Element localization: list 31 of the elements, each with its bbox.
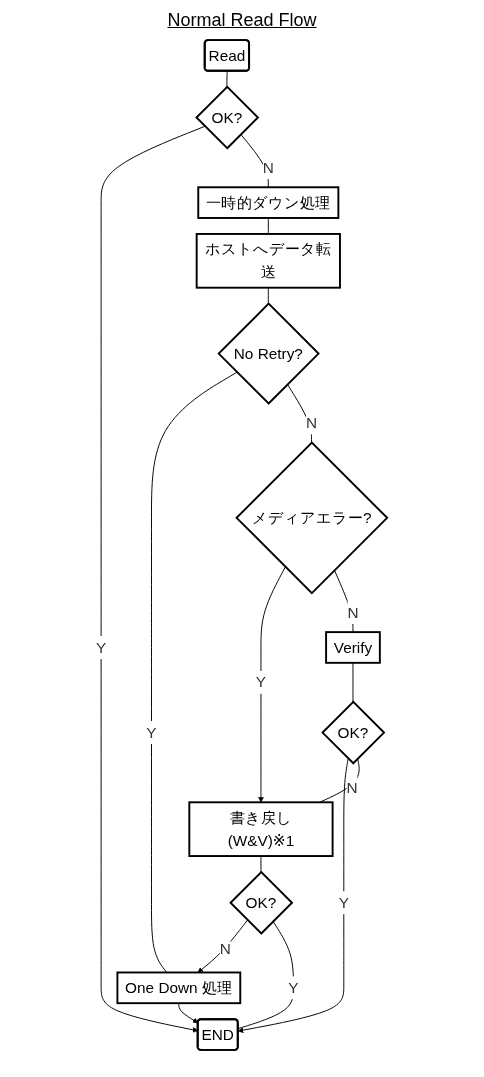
edge-label: N (306, 414, 318, 432)
connector (151, 371, 238, 973)
connector (287, 383, 313, 444)
node-diamond: メディアエラー? (235, 441, 389, 595)
edge-label: Y (339, 893, 350, 912)
edge-label: N (220, 939, 232, 958)
connector (319, 758, 361, 803)
diagram-title: Normal Read Flow (166, 10, 318, 31)
connector (238, 920, 295, 1030)
connector (240, 133, 270, 188)
connector (226, 70, 229, 88)
edge-label: Y (146, 723, 158, 741)
edge-label: N (263, 158, 275, 177)
node-box: 書き戻し(W&V)※1 (188, 801, 334, 857)
node-box: ホストへデータ転送 (196, 233, 342, 289)
node-box: One Down 処理 (116, 971, 242, 1005)
node-box: 一時的ダウン処理 (197, 186, 340, 219)
connector (268, 217, 270, 235)
edge-label: Y (256, 673, 267, 691)
node-box: Verify (325, 631, 382, 664)
node-diamond: No Retry? (217, 302, 321, 405)
edge-label: Y (288, 978, 299, 997)
edge-label: N (346, 778, 359, 796)
connector (352, 662, 354, 703)
node-diamond: OK? (195, 85, 260, 150)
edge-label: N (347, 603, 359, 621)
node-diamond: OK? (229, 870, 294, 935)
node-diamond: OK? (321, 700, 386, 765)
connector (260, 855, 262, 873)
edge-label: Y (96, 638, 107, 656)
connector (334, 569, 354, 633)
